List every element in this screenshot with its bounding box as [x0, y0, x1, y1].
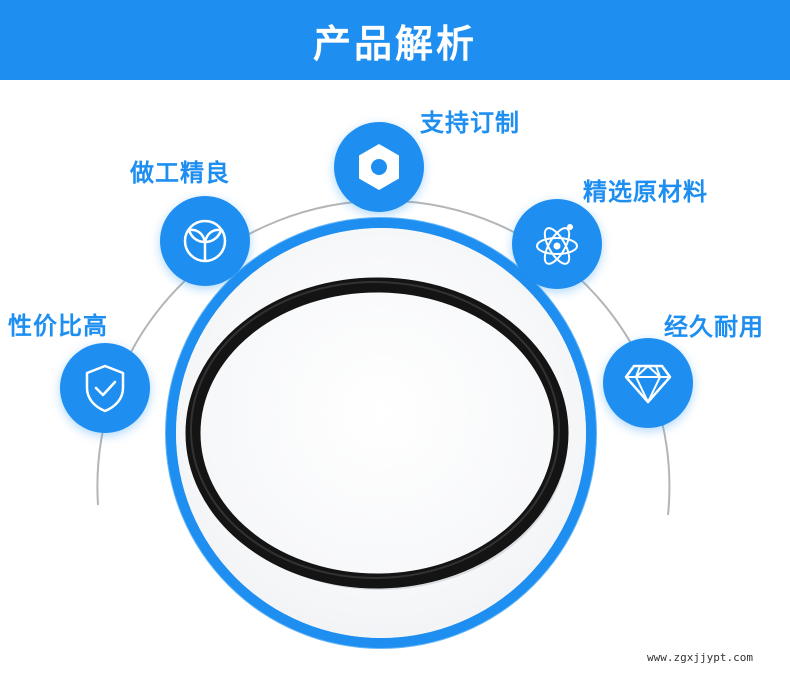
feature-label-durable: 经久耐用 [664, 313, 764, 341]
feature-icon-quality [160, 196, 250, 286]
feature-label-value: 性价比高 [8, 312, 108, 340]
feature-label-quality: 做工精良 [130, 159, 230, 187]
hex-nut-icon [359, 144, 399, 190]
page-title: 产品解析 [312, 21, 477, 66]
leaf-sprout-icon [183, 219, 227, 263]
feature-icon-value [60, 343, 150, 433]
feature-icon-custom [334, 122, 424, 212]
feature-label-custom: 支持订制 [420, 109, 520, 137]
watermark: www.zgxjjypt.com [630, 648, 770, 666]
feature-label-material: 精选原材料 [583, 178, 708, 206]
feature-icon-material [512, 199, 602, 289]
feature-icon-durable [603, 338, 693, 428]
diamond-icon [624, 364, 672, 404]
header-banner: 产品解析 [0, 0, 790, 80]
shield-check-icon [85, 364, 125, 413]
o-ring-image [185, 277, 569, 590]
product-image-circle [176, 228, 586, 638]
atom-icon [536, 224, 578, 265]
